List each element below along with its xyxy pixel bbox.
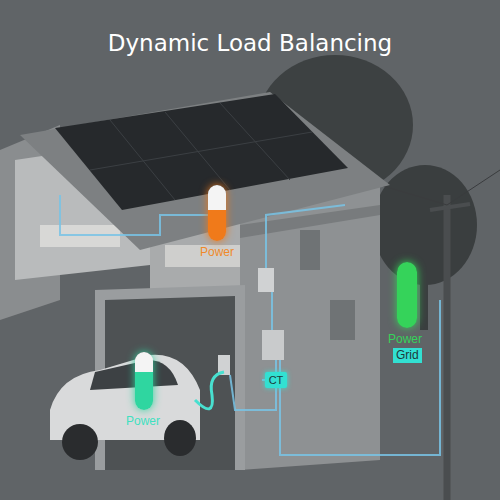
electric-panel [262, 330, 284, 360]
wire [280, 300, 440, 455]
window [330, 300, 355, 340]
level-bar [397, 262, 417, 328]
wire [266, 205, 345, 268]
ev-power-indicator: Power [135, 352, 153, 410]
solar-panels [55, 94, 348, 210]
diagram-title: Dynamic Load Balancing [0, 30, 500, 56]
wire [60, 195, 210, 235]
inverter [258, 268, 274, 292]
roof [20, 92, 390, 250]
tree [373, 165, 477, 285]
level-bar [208, 185, 226, 241]
charging-cable [195, 372, 224, 409]
house-right-wall [240, 185, 380, 470]
window [300, 230, 320, 270]
panel-seam [90, 132, 312, 170]
power-line [447, 170, 500, 205]
power-label: Power [126, 414, 160, 428]
power-label: Power [388, 332, 422, 346]
power-line [380, 185, 447, 205]
wire [271, 292, 273, 330]
car-wheel [62, 424, 98, 460]
panel-seam [165, 112, 230, 190]
ct-sensor: CT [265, 372, 287, 388]
utility-pole [444, 195, 451, 500]
sensor-label: CT [265, 372, 287, 388]
home-power-indicator: Power [208, 185, 226, 241]
pole-crossbar [430, 204, 470, 210]
level-bar [135, 352, 153, 410]
panel-seam [110, 120, 175, 200]
tree-trunk [420, 270, 428, 330]
power-label: Grid [393, 348, 422, 363]
grid-power-indicator: PowerGrid [397, 262, 417, 328]
car-window [90, 360, 178, 390]
sofa [165, 245, 240, 267]
car-wheel [164, 420, 196, 456]
power-label: Power [200, 245, 234, 259]
